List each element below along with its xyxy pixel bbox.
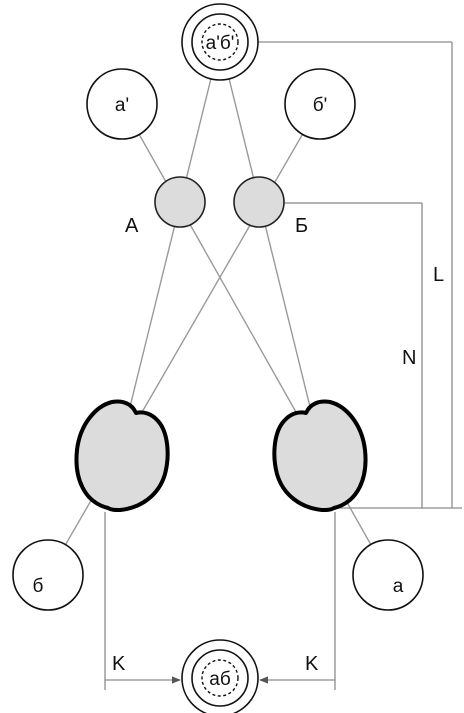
ray-top-right-to-bottom-left [47,103,321,576]
label-top-left: а' [115,95,129,116]
image-circle-bottom-left [12,539,84,611]
label-ball-a: А [125,215,139,237]
image-circle-bottom-center-inner [191,649,249,707]
left-eye [74,399,170,512]
label-bottom-left: б [33,576,44,597]
image-circle-top-center-inner [191,13,249,71]
label-top-center: а'б' [206,33,235,54]
label-dim-L: L [433,264,444,286]
label-bottom-center: аб [209,669,231,690]
label-bottom-right: а [393,576,404,597]
image-circle-top-center-dashed [201,23,239,61]
image-circle-top-left [86,68,158,140]
label-dim-K-left: K [112,653,126,675]
image-circle-top-right [284,68,356,140]
right-eye [272,399,368,512]
image-circle-bottom-right [352,539,424,611]
ball-a [154,176,206,228]
label-dim-K-right: K [305,653,319,675]
image-circle-bottom-center-dashed [201,659,239,697]
dimension-lines [104,41,462,690]
ray-top-left-to-bottom-right [121,103,389,576]
label-ball-b: Б [295,215,308,237]
ball-b [233,176,285,228]
label-dim-N: N [402,347,416,369]
label-top-right: б' [313,95,328,116]
